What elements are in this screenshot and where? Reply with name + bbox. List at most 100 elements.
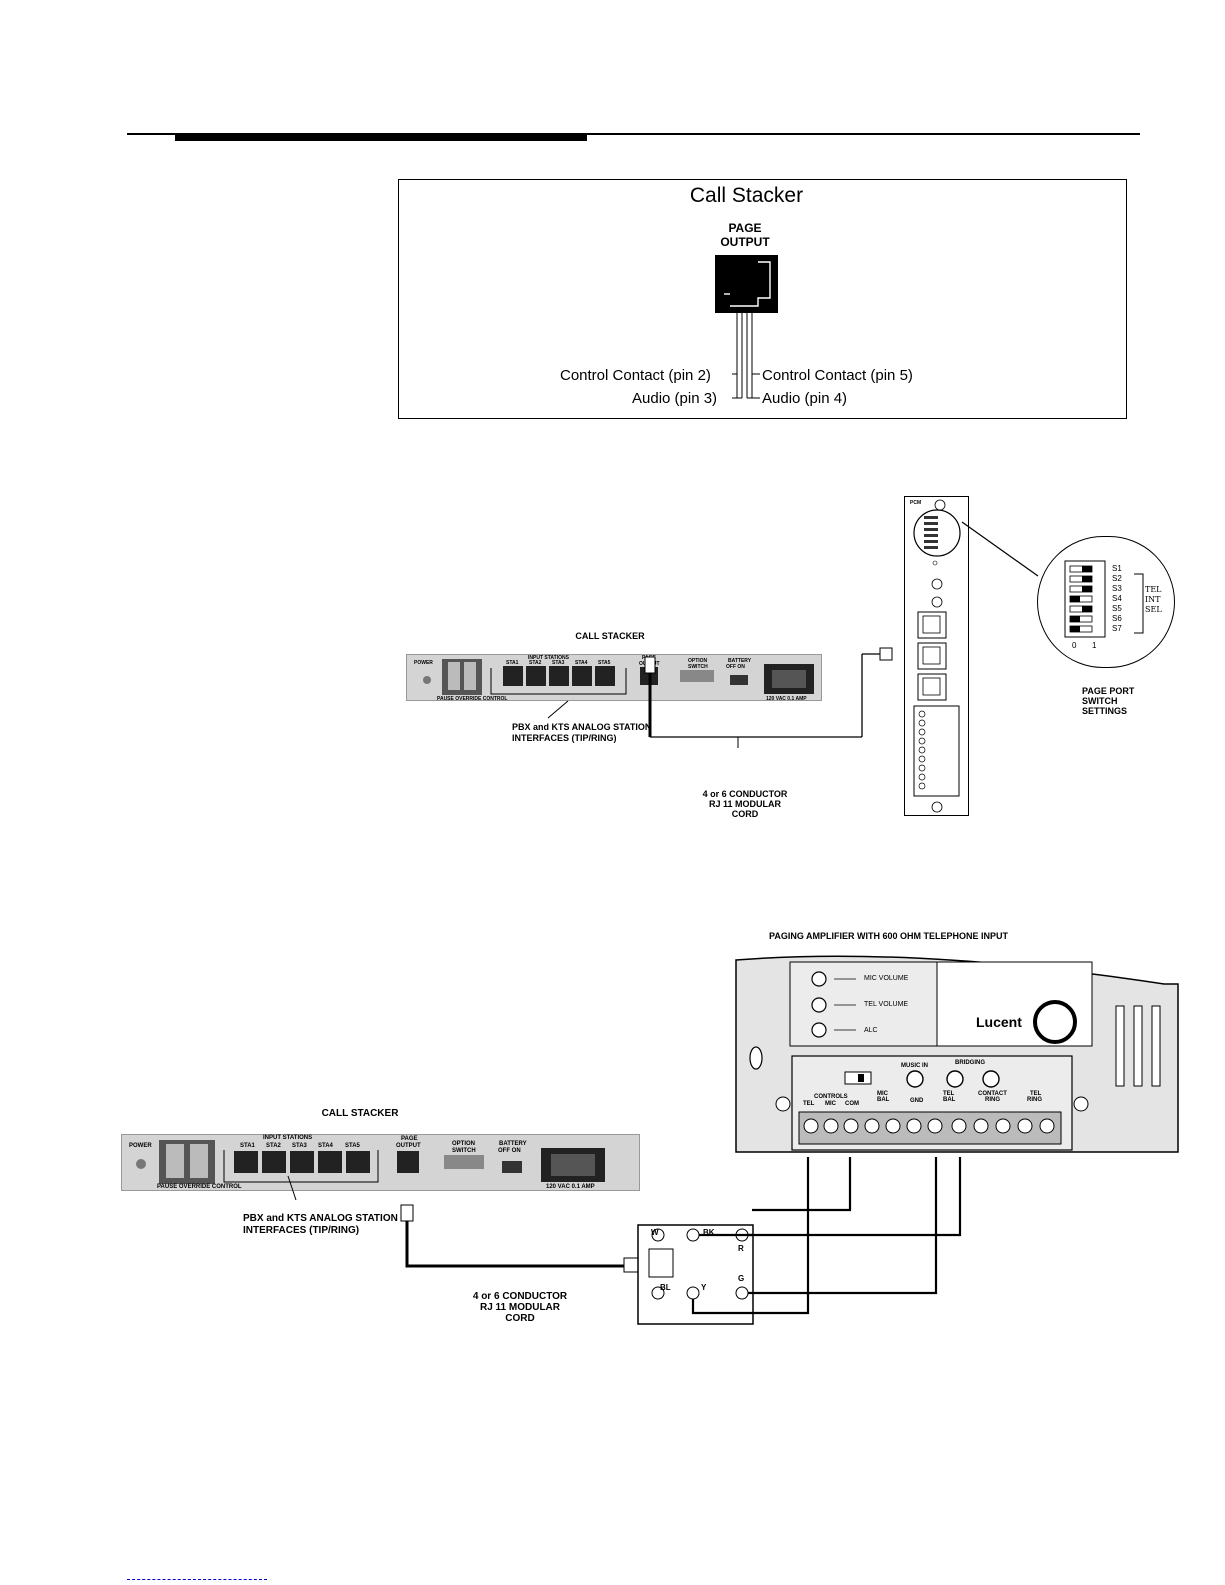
settings-label-line2: SWITCH xyxy=(1082,696,1118,706)
terminal-strip xyxy=(913,705,960,797)
rj11-plug-icon xyxy=(644,656,656,674)
input-station-jacks xyxy=(503,666,615,686)
header-rule-thick xyxy=(175,133,587,141)
amp-tel-bal-line2: BAL xyxy=(943,1097,956,1103)
rj11-plug-fig3-icon xyxy=(400,1204,414,1222)
fig3-page-output-label1: PAGE xyxy=(401,1136,418,1142)
switch-s2: S2 xyxy=(1112,574,1122,583)
volume-knob-icons xyxy=(811,971,827,1038)
header-rule-thin xyxy=(127,133,1140,135)
rj-jack-icon xyxy=(715,255,778,313)
screw-icon xyxy=(934,499,946,511)
lucent-logo-icon xyxy=(1033,1000,1077,1044)
amp-tel: TEL xyxy=(803,1101,815,1107)
switch-s3: S3 xyxy=(1112,584,1122,593)
override-switch-icon xyxy=(464,662,476,690)
paging-amplifier xyxy=(735,955,1179,1153)
switch-0: 0 xyxy=(1072,641,1077,650)
fig2-call-stacker-title: CALL STACKER xyxy=(575,631,645,641)
fig3-cord-line2: RJ 11 MODULAR xyxy=(479,1302,560,1313)
switch-s4: S4 xyxy=(1112,594,1122,603)
switch-tel: TEL xyxy=(1145,585,1162,594)
fig3-power-label: POWER xyxy=(129,1143,152,1149)
switch-int: INT xyxy=(1145,595,1161,604)
figure-1-page-output-pinout xyxy=(398,179,1127,419)
fig3-ac-label: 120 VAC 0.1 AMP xyxy=(546,1184,595,1190)
amp-tel-ring-line1: TEL xyxy=(1030,1091,1042,1097)
bridging-jack-2-icon xyxy=(982,1070,1000,1088)
amp-music-in: MUSIC IN xyxy=(901,1063,928,1069)
jack-icon-1 xyxy=(922,615,941,634)
fig1-jack-label-line2: OUTPUT xyxy=(720,235,770,249)
amp-mic-bal-line1: MIC xyxy=(877,1091,888,1097)
pause-switch-icon xyxy=(448,662,460,690)
amp-brand: Lucent xyxy=(976,1014,1022,1030)
switch-1: 1 xyxy=(1092,641,1097,650)
fig3-pbx-label-line2: INTERFACES (TIP/RING) xyxy=(243,1225,360,1236)
settings-label-line1: PAGE PORT xyxy=(1082,686,1135,696)
dip-switch-icons xyxy=(1069,565,1093,633)
switch-s1: S1 xyxy=(1112,564,1122,573)
option-switch-icon-2 xyxy=(444,1155,484,1169)
terminal-screw-icons xyxy=(803,1118,1055,1134)
amp-contact-ring-line2: RING xyxy=(985,1097,1000,1103)
zoom-callout-line xyxy=(961,521,1039,577)
fig2-power-label: POWER xyxy=(414,660,433,666)
override-switch-icon-2 xyxy=(190,1144,208,1178)
fig1-pin2-label: Control Contact (pin 2) xyxy=(560,367,711,384)
music-in-jack-icon xyxy=(906,1070,924,1088)
fig2-cord-wiring xyxy=(547,647,893,748)
option-switch-icon xyxy=(680,670,714,682)
amp-com: COM xyxy=(845,1101,859,1107)
fig3-page-output-label2: OUTPUT xyxy=(396,1143,421,1149)
jack-icon-3 xyxy=(922,677,941,696)
amp-alc: ALC xyxy=(864,1027,878,1034)
amp-contact-ring-line1: CONTACT xyxy=(978,1091,1007,1097)
bottom-screw-icon xyxy=(931,801,943,813)
block-label-w: W xyxy=(651,1228,659,1237)
switch-settings-callout xyxy=(1037,536,1175,668)
fig1-pin4-label: Audio (pin 4) xyxy=(762,390,848,407)
fig3-pbx-label-line1: PBX and KTS ANALOG STATION xyxy=(243,1213,398,1224)
fig3-off-on-label: OFF ON xyxy=(498,1148,521,1154)
block-label-g: G xyxy=(738,1274,745,1283)
block-label-r: R xyxy=(738,1244,744,1253)
amp-mic: MIC xyxy=(825,1101,836,1107)
block-label-y: Y xyxy=(701,1283,707,1292)
keyhole-icon xyxy=(749,1046,763,1070)
fig3-call-stacker-title: CALL STACKER xyxy=(321,1108,399,1119)
amp-tel-volume: TEL VOLUME xyxy=(864,1001,909,1008)
switch-s6: S6 xyxy=(1112,614,1122,623)
fig2-option-switch-label2: SWITCH xyxy=(688,664,708,670)
fig2-off-on-label: OFF ON xyxy=(726,664,745,670)
fig2-sta5: STA5 xyxy=(598,660,611,666)
fig2-pbx-label-line2: INTERFACES (TIP/RING) xyxy=(512,733,617,743)
fig2-battery-label: BATTERY xyxy=(728,658,752,664)
fig2-pbx-label-line1: PBX and KTS ANALOG STATION xyxy=(512,722,652,732)
input-station-jacks-2 xyxy=(234,1151,370,1173)
page-output-jack-icon-2 xyxy=(397,1151,419,1173)
bridging-jack-1-icon xyxy=(946,1070,964,1088)
fig3-call-stacker-details xyxy=(136,1140,605,1184)
rj11-plug-block-icon xyxy=(623,1257,639,1273)
knob-icon-2 xyxy=(931,596,943,608)
switch-s7: S7 xyxy=(1112,624,1122,633)
fig3-option-switch-label2: SWITCH xyxy=(452,1148,476,1154)
pcm-card-details xyxy=(913,499,961,813)
amp-bridging: BRIDGING xyxy=(955,1060,985,1066)
fig3-wiring xyxy=(287,1157,962,1325)
fig2-sta2: STA2 xyxy=(529,660,542,666)
fig1-jack-drawing xyxy=(715,255,778,399)
fig3-input-stations-label: INPUT STATIONS xyxy=(263,1135,313,1141)
fig1-title: Call Stacker xyxy=(689,184,804,207)
fig2-option-switch-label1: OPTION xyxy=(688,658,708,664)
amp-mic-bal-line2: BAL xyxy=(877,1097,890,1103)
settings-label-line3: SETTINGS xyxy=(1082,706,1128,716)
pcm-card xyxy=(904,496,969,816)
fig1-pin5-label: Control Contact (pin 5) xyxy=(762,367,913,384)
fig3-option-switch-label1: OPTION xyxy=(452,1141,476,1147)
amp-mic-volume: MIC VOLUME xyxy=(864,975,909,982)
amp-tel-bal-line1: TEL xyxy=(943,1091,955,1097)
footer-rule xyxy=(127,1579,267,1580)
